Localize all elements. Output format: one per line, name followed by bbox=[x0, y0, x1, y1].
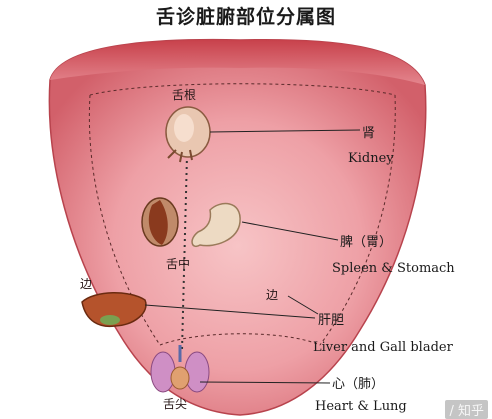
tongue-root-band bbox=[50, 39, 425, 85]
label-kidney-zh: 肾 bbox=[362, 126, 375, 141]
leader-spleen bbox=[241, 221, 339, 241]
liver-icon bbox=[81, 292, 147, 328]
label-liver-zh: 肝胆 bbox=[318, 313, 344, 328]
watermark: / 知乎 bbox=[445, 400, 488, 419]
leader-heart bbox=[199, 381, 331, 384]
region-label-root: 舌根 bbox=[172, 88, 196, 102]
region-label-middle: 舌中 bbox=[166, 256, 190, 271]
label-spleen-en: Spleen & Stomach bbox=[332, 261, 455, 276]
leader-side-right bbox=[287, 295, 319, 315]
region-label-side-left: 边 bbox=[80, 277, 92, 291]
region-label-tip: 舌尖 bbox=[163, 397, 187, 411]
label-liver-en: Liver and Gall blader bbox=[313, 340, 454, 355]
region-label-side-right: 边 bbox=[266, 288, 278, 302]
diagram-title: 舌诊脏腑部位分属图 bbox=[155, 6, 336, 28]
region-line-root bbox=[89, 83, 396, 96]
label-spleen-zh: 脾（胃） bbox=[340, 235, 392, 250]
stomach-icon bbox=[191, 202, 241, 247]
region-line-left bbox=[88, 94, 161, 346]
leader-kidney bbox=[209, 129, 361, 133]
kidney-icon bbox=[165, 106, 211, 163]
label-heart-zh: 心（肺） bbox=[332, 377, 384, 392]
label-kidney-en: Kidney bbox=[348, 151, 394, 166]
spleen-icon bbox=[141, 197, 179, 247]
label-heart-en: Heart & Lung bbox=[315, 399, 407, 414]
center-axis bbox=[181, 154, 188, 351]
region-line-right bbox=[319, 94, 396, 346]
leader-liver bbox=[144, 304, 316, 319]
